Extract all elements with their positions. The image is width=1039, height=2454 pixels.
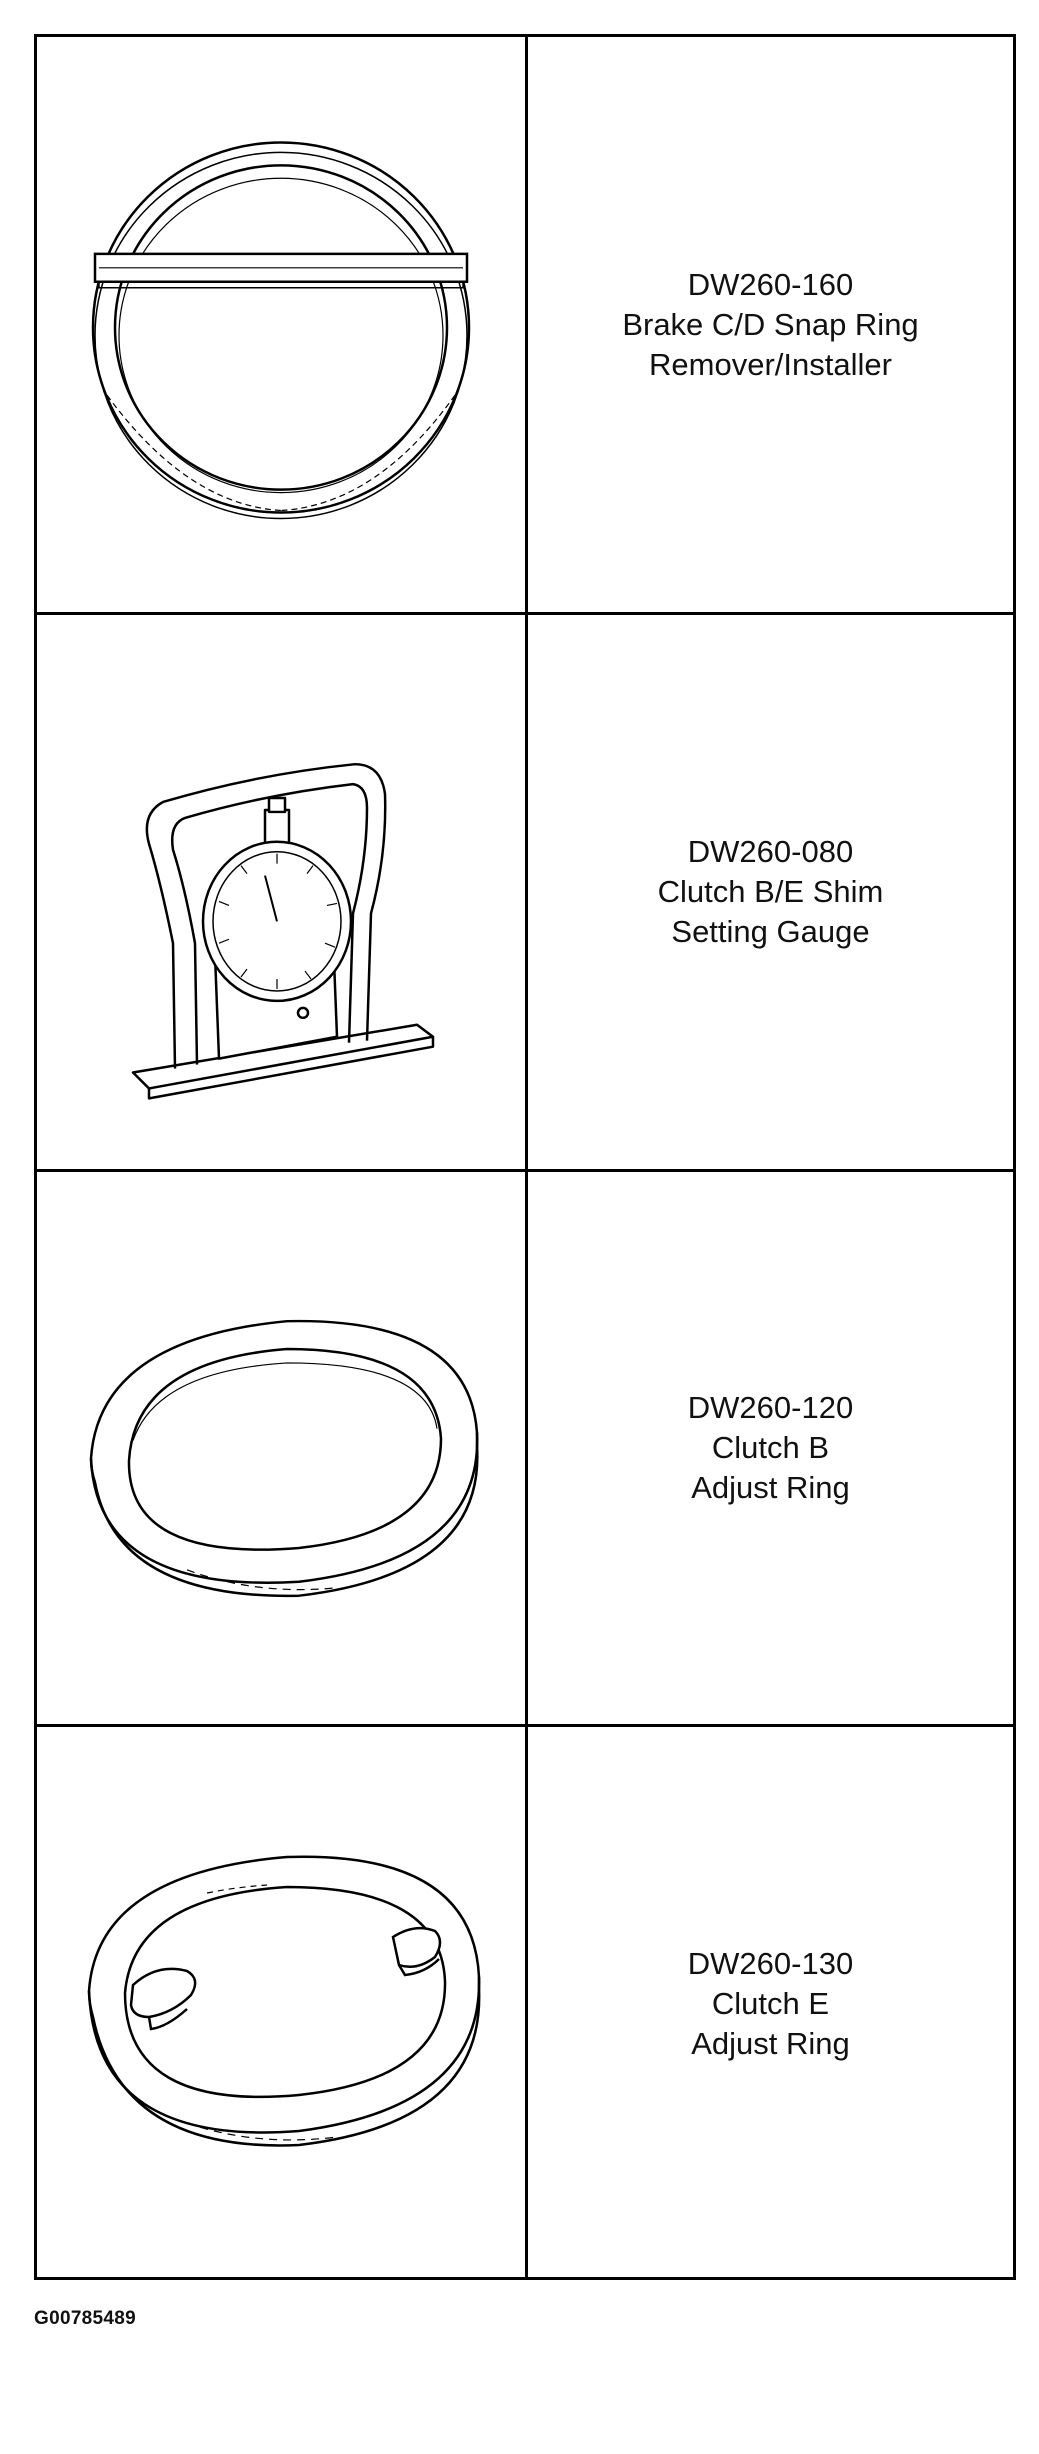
column-divider <box>525 615 528 1169</box>
tool-row: DW260-120 Clutch B Adjust Ring <box>37 1172 1013 1727</box>
tool-description-line2: Adjust Ring <box>691 2025 850 2061</box>
tool-label: DW260-130 Clutch E Adjust Ring <box>528 1727 1013 2280</box>
adjust-ring-icon <box>89 1319 479 1597</box>
tool-row: DW260-130 Clutch E Adjust Ring <box>37 1727 1013 2280</box>
snap-ring-tool-icon <box>91 141 471 520</box>
tool-description-line1: Clutch B <box>711 1430 830 1465</box>
tool-description-line1: Brake C/D Snap Ring <box>622 306 919 342</box>
tool-illustration <box>37 615 525 1169</box>
tool-label: DW260-120 Clutch B Adjust Ring <box>528 1172 1013 1724</box>
tool-part-number: DW260-160 <box>687 266 854 302</box>
tool-part-number: DW260-120 <box>687 1390 854 1425</box>
tool-description-line2: Remover/Installer <box>649 346 892 382</box>
tool-illustration <box>37 37 525 612</box>
column-divider <box>525 1172 528 1724</box>
tool-row: DW260-160 Brake C/D Snap Ring Remover/In… <box>37 37 1013 615</box>
tool-illustration <box>37 1727 525 2280</box>
tool-description-line1: Clutch B/E Shim <box>657 874 884 909</box>
tool-description-line2: Adjust Ring <box>691 1470 850 1505</box>
tool-label: DW260-160 Brake C/D Snap Ring Remover/In… <box>528 37 1013 612</box>
tool-description-line2: Setting Gauge <box>671 914 870 949</box>
notched-adjust-ring-icon <box>87 1855 481 2147</box>
tool-label: DW260-080 Clutch B/E Shim Setting Gauge <box>528 615 1013 1169</box>
tool-illustration <box>37 1172 525 1724</box>
special-tools-table: DW260-160 Brake C/D Snap Ring Remover/In… <box>34 34 1016 2280</box>
column-divider <box>525 37 528 612</box>
tool-part-number: DW260-080 <box>687 834 854 869</box>
column-divider <box>525 1727 528 2280</box>
figure-id: G00785489 <box>34 2308 137 2329</box>
tool-row: DW260-080 Clutch B/E Shim Setting Gauge <box>37 615 1013 1172</box>
tool-part-number: DW260-130 <box>687 1945 854 1981</box>
dial-gauge-icon <box>131 762 435 1100</box>
tool-description-line1: Clutch E <box>711 1985 830 2021</box>
